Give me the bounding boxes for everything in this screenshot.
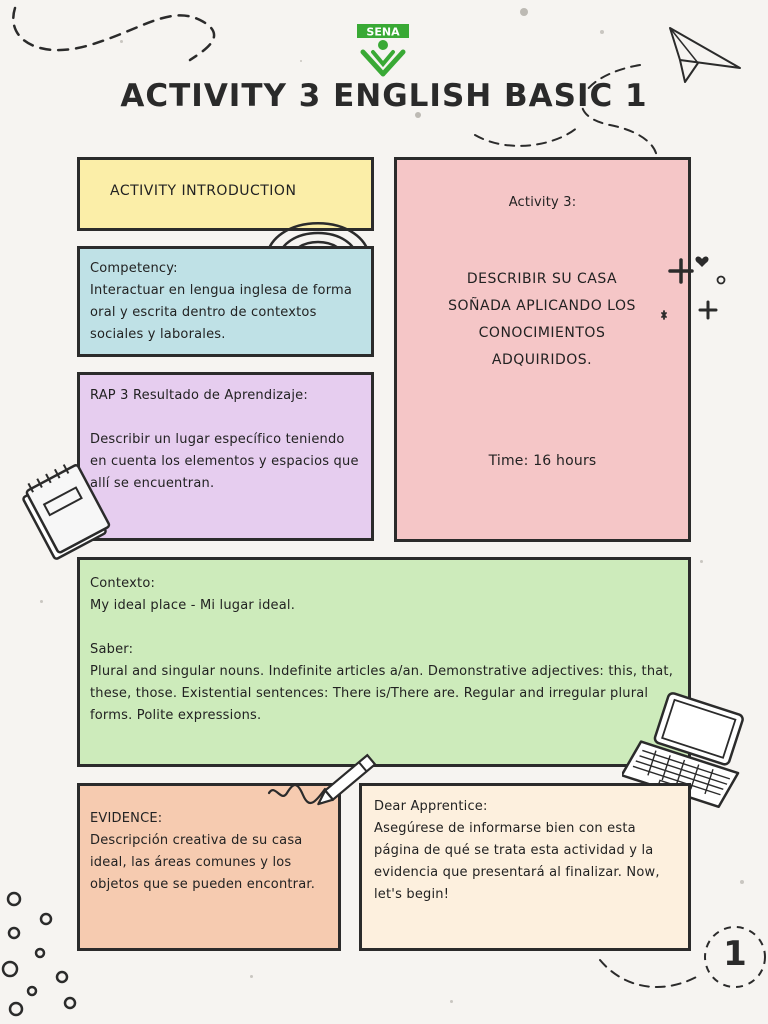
learning-outcome-box: RAP 3 Resultado de Aprendizaje: Describi… [77,372,374,541]
dashed-circle-decoration [599,926,766,988]
competency-heading: Competency: [90,261,178,276]
competency-box: Competency: Interactuar en lengua ingles… [77,246,374,357]
sparkle-decoration [661,256,726,320]
competency-text: Interactuar en lengua inglesa de forma o… [90,283,353,342]
apprentice-heading: Dear Apprentice: [374,799,488,814]
learning-outcome-text: Describir un lugar específico teniendo e… [90,432,359,491]
evidence-box: EVIDENCE: Descripción creativa de su cas… [77,783,341,951]
dashed-swirl-decoration [12,6,216,62]
paper-plane-icon [669,27,741,83]
context-box: Contexto: My ideal place - Mi lugar idea… [77,557,691,767]
activity-details-box: Activity 3: DESCRIBIR SU CASA SOÑADA APL… [394,157,691,542]
activity-introduction-box: ACTIVITY INTRODUCTION [77,157,374,231]
pencil-doodle [267,753,377,806]
evidence-text: Descripción creativa de su casa ideal, l… [90,833,316,892]
svg-text:SENA: SENA [366,26,400,39]
notebook-doodle [22,464,111,560]
activity-heading: Activity 3: [508,195,577,210]
sena-logo: SENA [357,24,409,77]
activity-task: DESCRIBIR SU CASA SOÑADA APLICANDO LOS C… [448,271,636,368]
laptop-doodle [622,692,744,809]
page-number: 1 [723,934,747,974]
context-heading: Contexto: [90,576,156,591]
evidence-heading: EVIDENCE: [90,811,163,826]
learning-outcome-heading: RAP 3 Resultado de Aprendizaje: [90,388,308,403]
apprentice-text: Asegúrese de informarse bien con esta pá… [374,821,660,902]
activity-time: Time: 16 hours [488,453,597,469]
circles-decoration [1,891,77,1017]
apprentice-note-box: Dear Apprentice: Asegúrese de informarse… [359,783,691,951]
page-title: ACTIVITY 3 ENGLISH BASIC 1 [120,78,648,114]
context-text: My ideal place - Mi lugar ideal. [90,598,296,613]
saber-heading: Saber: [90,642,134,657]
activity-introduction-label: ACTIVITY INTRODUCTION [110,183,297,199]
saber-text: Plural and singular nouns. Indefinite ar… [90,664,674,723]
